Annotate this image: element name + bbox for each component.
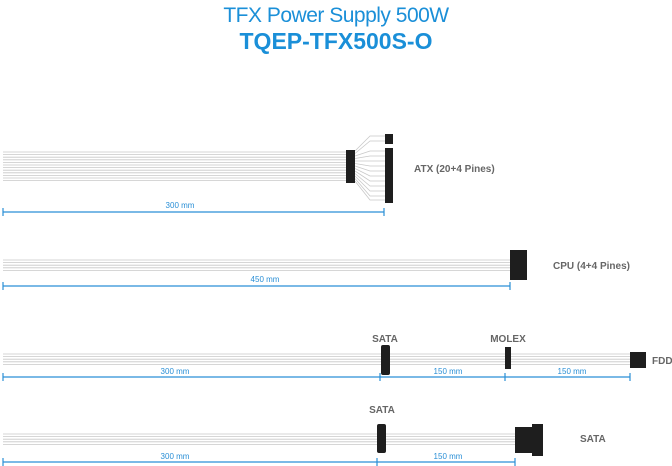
wire	[354, 135, 385, 152]
sata-label: SATA	[372, 334, 398, 345]
sata-connector-2-head	[532, 424, 543, 456]
peripheral-cable-wires	[3, 353, 630, 365]
cpu-cable-wires	[3, 259, 510, 271]
cpu-length: 450 mm	[251, 275, 280, 284]
fdd-label: FDD	[652, 356, 672, 367]
wire	[354, 163, 385, 167]
sata-length-2: 150 mm	[434, 452, 463, 461]
atx-4pin-connector	[385, 134, 393, 144]
wire	[354, 175, 385, 192]
peripheral-length-1: 300 mm	[161, 367, 190, 376]
sata-label-2: SATA	[580, 434, 606, 445]
wire	[354, 168, 385, 177]
model: TQEP-TFX500S-O	[240, 28, 433, 54]
sata-connector-1	[377, 424, 386, 453]
wire	[354, 165, 385, 172]
molex-label: MOLEX	[490, 334, 526, 345]
atx-length: 300 mm	[166, 201, 195, 210]
wire	[354, 150, 385, 157]
sata-connector-2-body	[515, 427, 533, 453]
wire	[354, 180, 385, 201]
sata-dimension	[2, 458, 516, 466]
sata-cable-wires	[3, 433, 515, 445]
wire	[354, 170, 385, 182]
atx-cable-clip	[346, 150, 355, 183]
fdd-connector	[630, 352, 646, 368]
sata-length-1: 300 mm	[161, 452, 190, 461]
molex-connector	[505, 347, 511, 369]
atx-dimension	[2, 208, 385, 216]
sata-connector	[381, 345, 390, 375]
sata-label-1: SATA	[369, 405, 395, 416]
wire	[354, 155, 385, 159]
title: TFX Power Supply 500W	[223, 4, 449, 27]
cpu-label: CPU (4+4 Pines)	[553, 261, 630, 272]
cpu-dimension	[2, 282, 511, 290]
peripheral-dimension	[2, 373, 631, 381]
wire	[354, 173, 385, 187]
wire	[354, 140, 385, 154]
atx-20pin-connector	[385, 148, 393, 203]
cpu-connector	[510, 250, 527, 280]
atx-cable-wires	[3, 135, 385, 201]
atx-label: ATX (20+4 Pines)	[414, 164, 495, 175]
peripheral-length-3: 150 mm	[558, 367, 587, 376]
peripheral-length-2: 150 mm	[434, 367, 463, 376]
wire	[354, 178, 385, 197]
